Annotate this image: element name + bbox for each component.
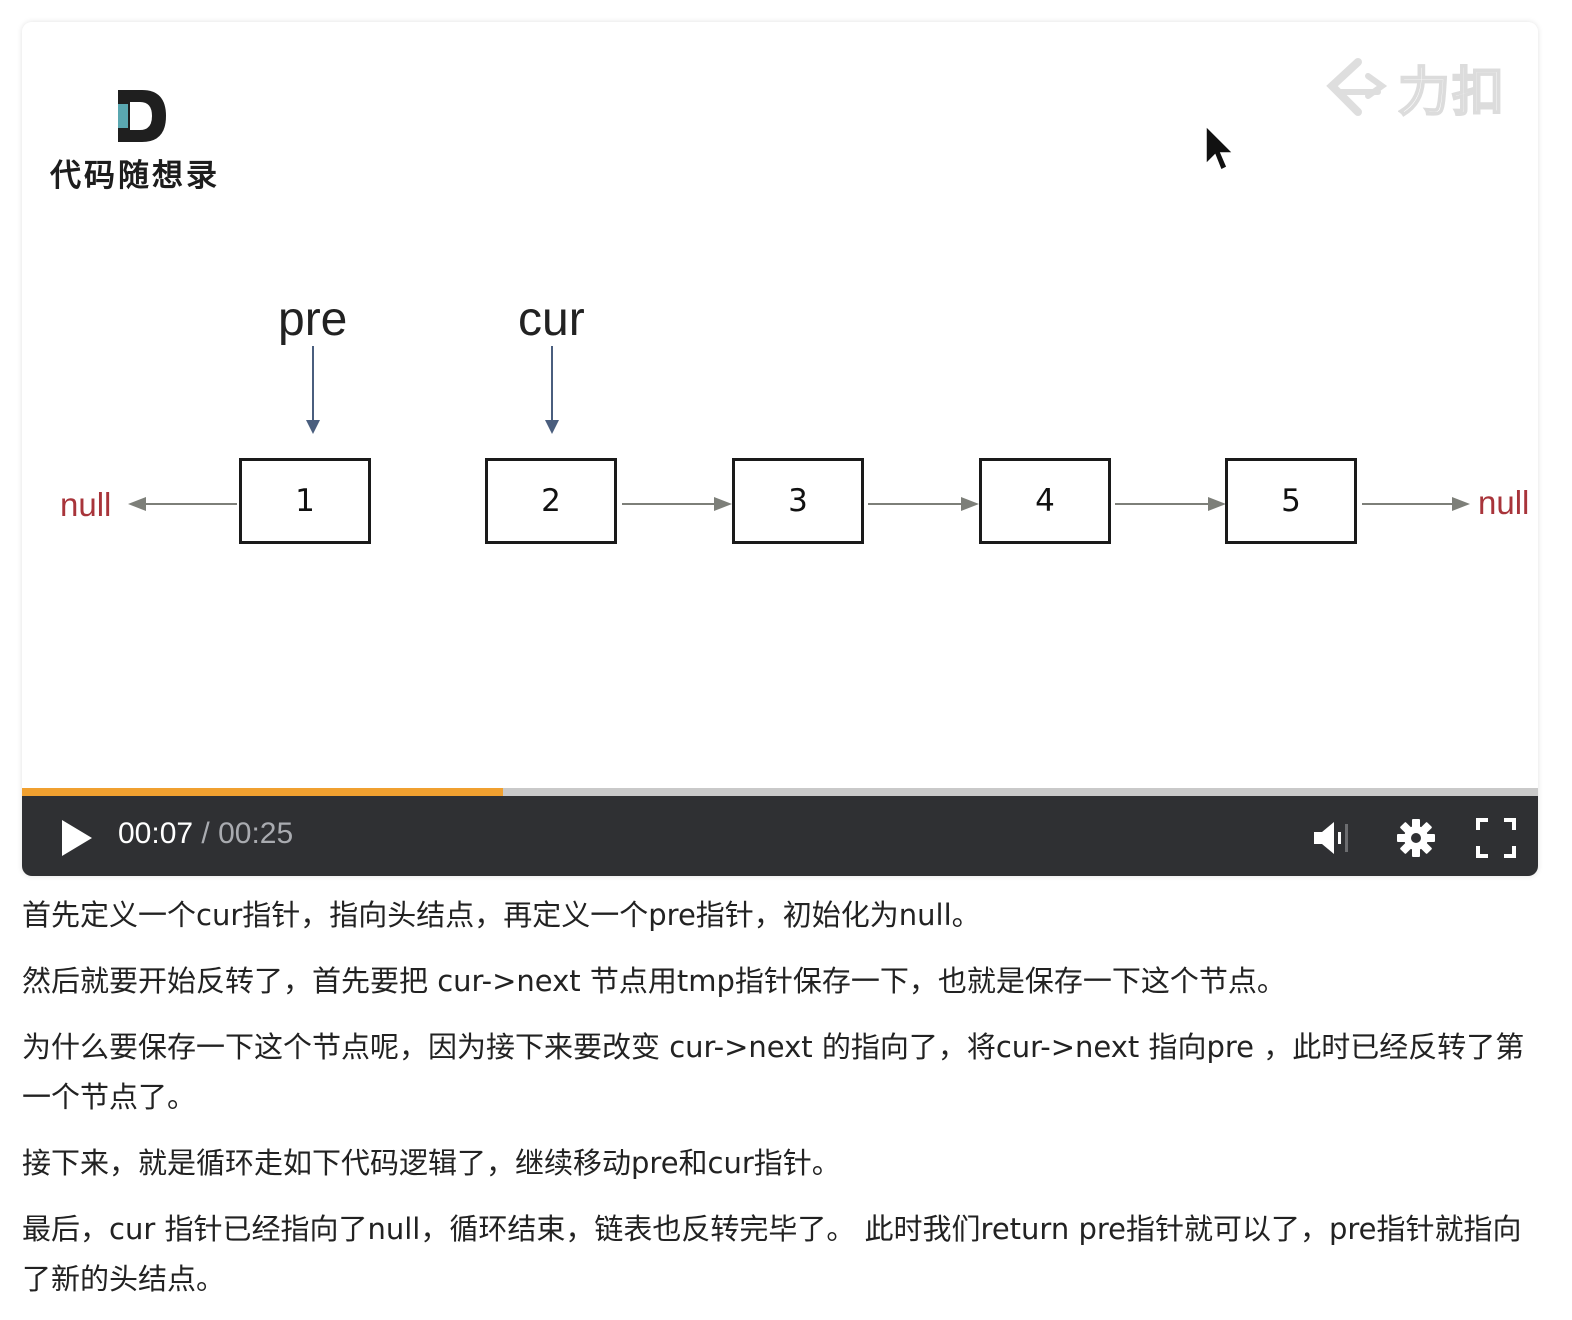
- progress-bar[interactable]: [22, 788, 1538, 796]
- list-node-5: 5: [1225, 458, 1357, 544]
- cur-pointer-arrowhead: [545, 420, 559, 434]
- null-right-label: null: [1478, 484, 1530, 521]
- volume-icon[interactable]: [1312, 818, 1352, 858]
- paragraph-3: 为什么要保存一下这个节点呢，因为接下来要改变 cur->next 的指向了，将c…: [22, 1030, 1525, 1114]
- diagram-canvas: [118, 58, 1470, 511]
- logo-text: 代码随想录: [50, 158, 220, 194]
- video-player[interactable]: 代码随想录 力扣 pre cur null null 1 2 3 4 5 00:…: [22, 22, 1538, 876]
- list-node-3: 3: [732, 458, 864, 544]
- article-text: 首先定义一个cur指针，指向头结点，再定义一个pre指针，初始化为null。 然…: [22, 890, 1538, 1320]
- current-time: 00:07: [118, 817, 194, 850]
- cur-pointer-label: cur: [518, 293, 585, 346]
- pre-pointer-label: pre: [278, 293, 348, 346]
- list-node-2: 2: [485, 458, 617, 544]
- list-node-4: 4: [979, 458, 1111, 544]
- fullscreen-icon[interactable]: [1476, 818, 1516, 858]
- video-frame[interactable]: 代码随想录 力扣 pre cur null null 1 2 3 4 5: [22, 22, 1538, 788]
- progress-played: [22, 788, 503, 796]
- play-icon[interactable]: [58, 818, 98, 858]
- duration-time: 00:25: [218, 817, 294, 850]
- paragraph-2: 然后就要开始反转了，首先要把 cur->next 节点用tmp指针保存一下，也就…: [22, 964, 1286, 998]
- control-bar: 00:07 / 00:25: [22, 796, 1538, 876]
- paragraph-1: 首先定义一个cur指针，指向头结点，再定义一个pre指针，初始化为null。: [22, 898, 981, 932]
- pre-pointer-arrowhead: [306, 420, 320, 434]
- time-display: 00:07 / 00:25: [118, 817, 293, 851]
- time-separator: /: [193, 817, 219, 850]
- logo-icon: [118, 90, 166, 142]
- link-4-to-5-arrowhead: [1208, 497, 1226, 511]
- mouse-cursor-icon: [1205, 124, 1235, 172]
- link-1-to-null-arrowhead: [128, 497, 146, 511]
- settings-gear-icon[interactable]: [1396, 818, 1436, 858]
- list-node-1: 1: [239, 458, 371, 544]
- watermark-text: 力扣: [1397, 62, 1507, 124]
- link-2-to-3-arrowhead: [714, 497, 732, 511]
- paragraph-5: 最后，cur 指针已经指向了null，循环结束，链表也反转完毕了。 此时我们re…: [22, 1212, 1522, 1296]
- watermark-logo-icon: [1326, 58, 1388, 116]
- paragraph-4: 接下来，就是循环走如下代码逻辑了，继续移动pre和cur指针。: [22, 1146, 841, 1180]
- link-3-to-4-arrowhead: [961, 497, 979, 511]
- null-left-label: null: [60, 486, 112, 523]
- link-5-to-null-arrowhead: [1452, 497, 1470, 511]
